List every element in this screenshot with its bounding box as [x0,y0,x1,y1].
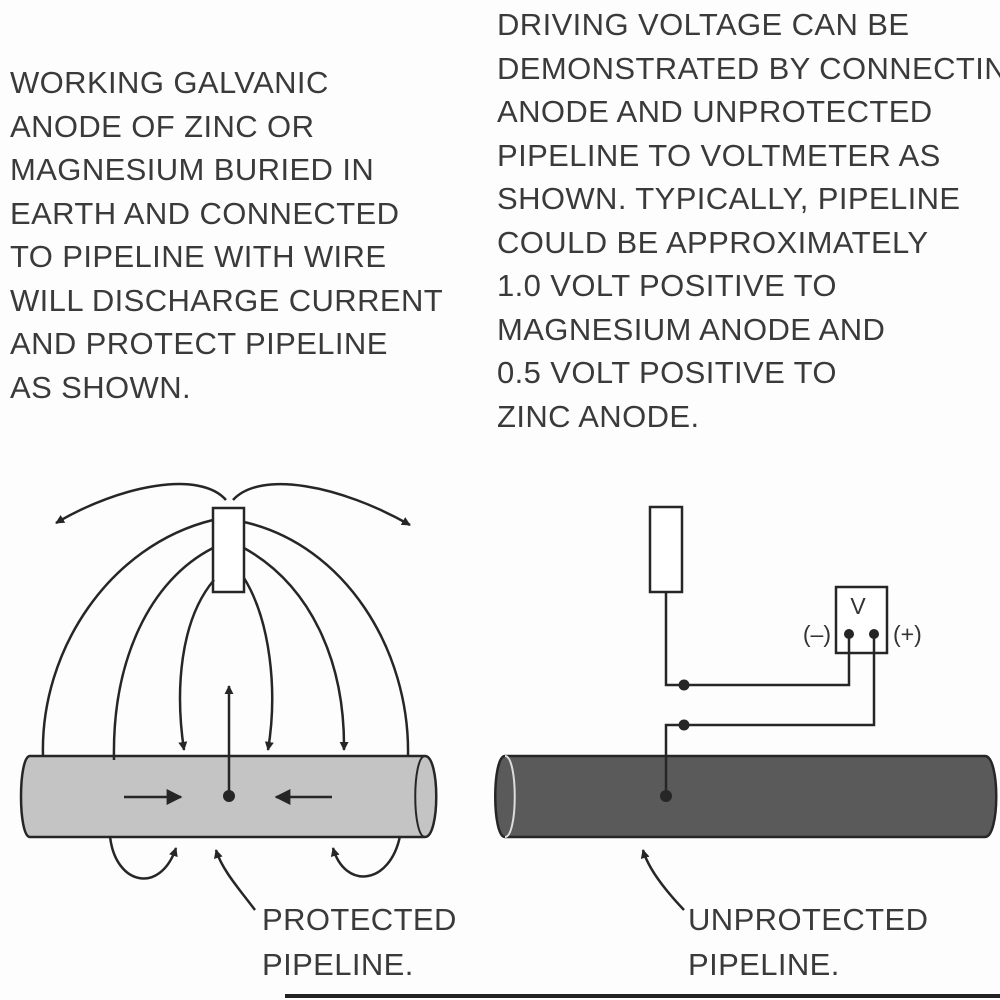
galvanic-anode [211,506,246,594]
right-caption: DRIVING VOLTAGE CAN BE DEMONSTRATED BY C… [497,7,1000,434]
test-anode [648,505,684,594]
positive-terminal-label: (+) [893,621,922,647]
current-paths [41,482,411,880]
unprotected-leader [640,849,685,911]
test-wires [660,592,876,802]
left-caption: WORKING GALVANIC ANODE OF ZINC OR MAGNES… [10,65,444,405]
negative-terminal-label: (–) [803,621,831,647]
protected-pipeline-label: PROTECTED PIPELINE. [262,902,457,982]
anode-wire [223,685,235,802]
unprotected-pipeline-label: UNPROTECTED PIPELINE. [688,902,929,982]
protected-leader [214,849,256,911]
voltmeter-symbol: V [850,593,866,619]
voltmeter: V (–) (+) [803,585,922,655]
unprotected-pipeline [494,754,998,839]
